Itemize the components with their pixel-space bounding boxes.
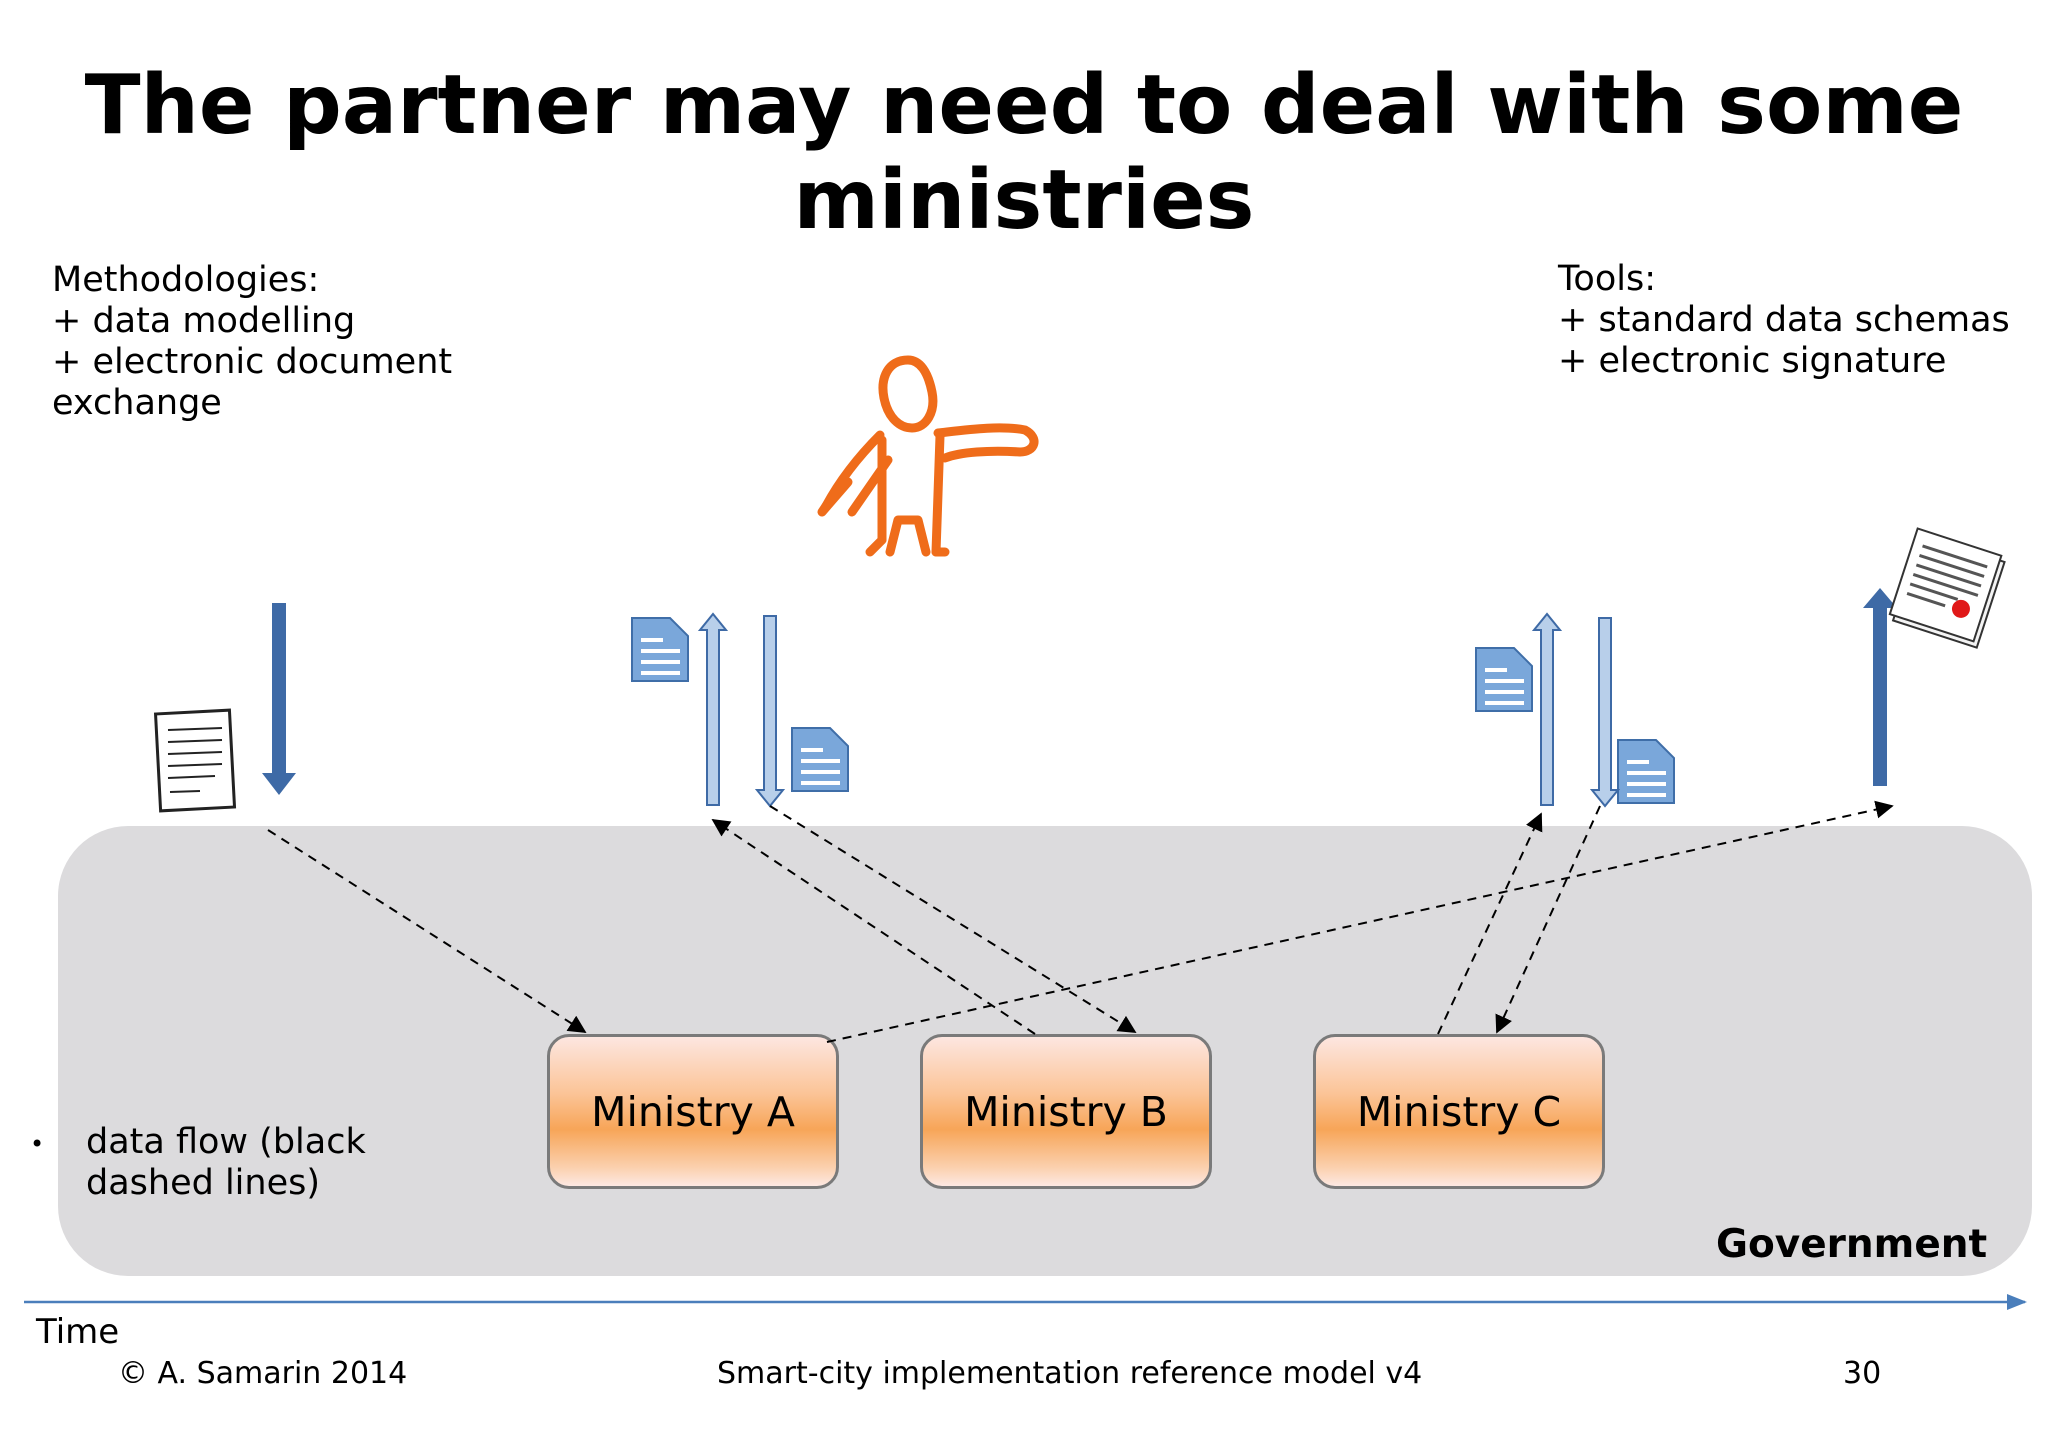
footer-title: Smart-city implementation reference mode… xyxy=(717,1356,1423,1391)
outgoing-data-arrow xyxy=(262,603,296,795)
bullet-marker: • xyxy=(30,1130,45,1158)
ministry-c-box: Ministry C xyxy=(1313,1034,1605,1189)
data-flow-lines xyxy=(267,800,1894,1043)
data-flow-note: data flow (black dashed lines) xyxy=(86,1122,366,1204)
government-label: Government xyxy=(1716,1222,1988,1267)
ministry-a-label: Ministry A xyxy=(591,1087,795,1136)
methodologies-item: exchange xyxy=(52,383,222,423)
methodologies-item: + data modelling xyxy=(52,301,356,341)
blue-document-icon xyxy=(1617,739,1675,804)
flow-line xyxy=(711,819,1036,1035)
blue-document-icon xyxy=(791,727,849,792)
blue-document-icon xyxy=(631,617,689,682)
tools-item: + standard data schemas xyxy=(1558,300,2010,340)
response-down-arrow xyxy=(1589,617,1621,808)
request-up-arrow xyxy=(697,612,729,806)
tools-item: + electronic signature xyxy=(1558,341,1947,381)
data-flow-note-line: data flow (black xyxy=(86,1122,366,1162)
ministry-b-label: Ministry B xyxy=(964,1087,1168,1136)
ministry-b-box: Ministry B xyxy=(920,1034,1212,1189)
blue-document-icon xyxy=(1475,647,1533,712)
page-number: 30 xyxy=(1843,1356,1882,1391)
slide-title: The partner may need to deal with some m… xyxy=(0,58,2048,248)
flow-line xyxy=(1495,805,1601,1034)
paper-document-icon xyxy=(153,708,237,813)
response-down-arrow xyxy=(754,615,786,808)
ministry-a-box: Ministry A xyxy=(547,1034,839,1189)
flow-line xyxy=(826,800,1894,1043)
methodologies-item: + electronic document xyxy=(52,342,453,382)
tools-heading: Tools: xyxy=(1558,259,1657,299)
flow-line xyxy=(1437,812,1543,1035)
tools-block: Tools: + standard data schemas + electro… xyxy=(1558,259,2010,382)
signed-certificate-icon xyxy=(1888,527,2006,649)
flow-line xyxy=(267,829,587,1033)
flow-line xyxy=(769,805,1137,1033)
time-axis-label: Time xyxy=(36,1312,120,1352)
signed-result-arrow xyxy=(1863,588,1897,786)
title-line-1: The partner may need to deal with some xyxy=(84,58,1964,153)
request-up-arrow xyxy=(1531,612,1563,806)
title-line-2: ministries xyxy=(793,153,1255,248)
person-icon xyxy=(817,355,1039,557)
data-flow-note-line: dashed lines) xyxy=(86,1163,321,1203)
ministry-c-label: Ministry C xyxy=(1356,1087,1562,1136)
methodologies-block: Methodologies: + data modelling + electr… xyxy=(52,260,452,424)
methodologies-heading: Methodologies: xyxy=(52,260,320,300)
footer-copyright: © A. Samarin 2014 xyxy=(118,1356,408,1391)
